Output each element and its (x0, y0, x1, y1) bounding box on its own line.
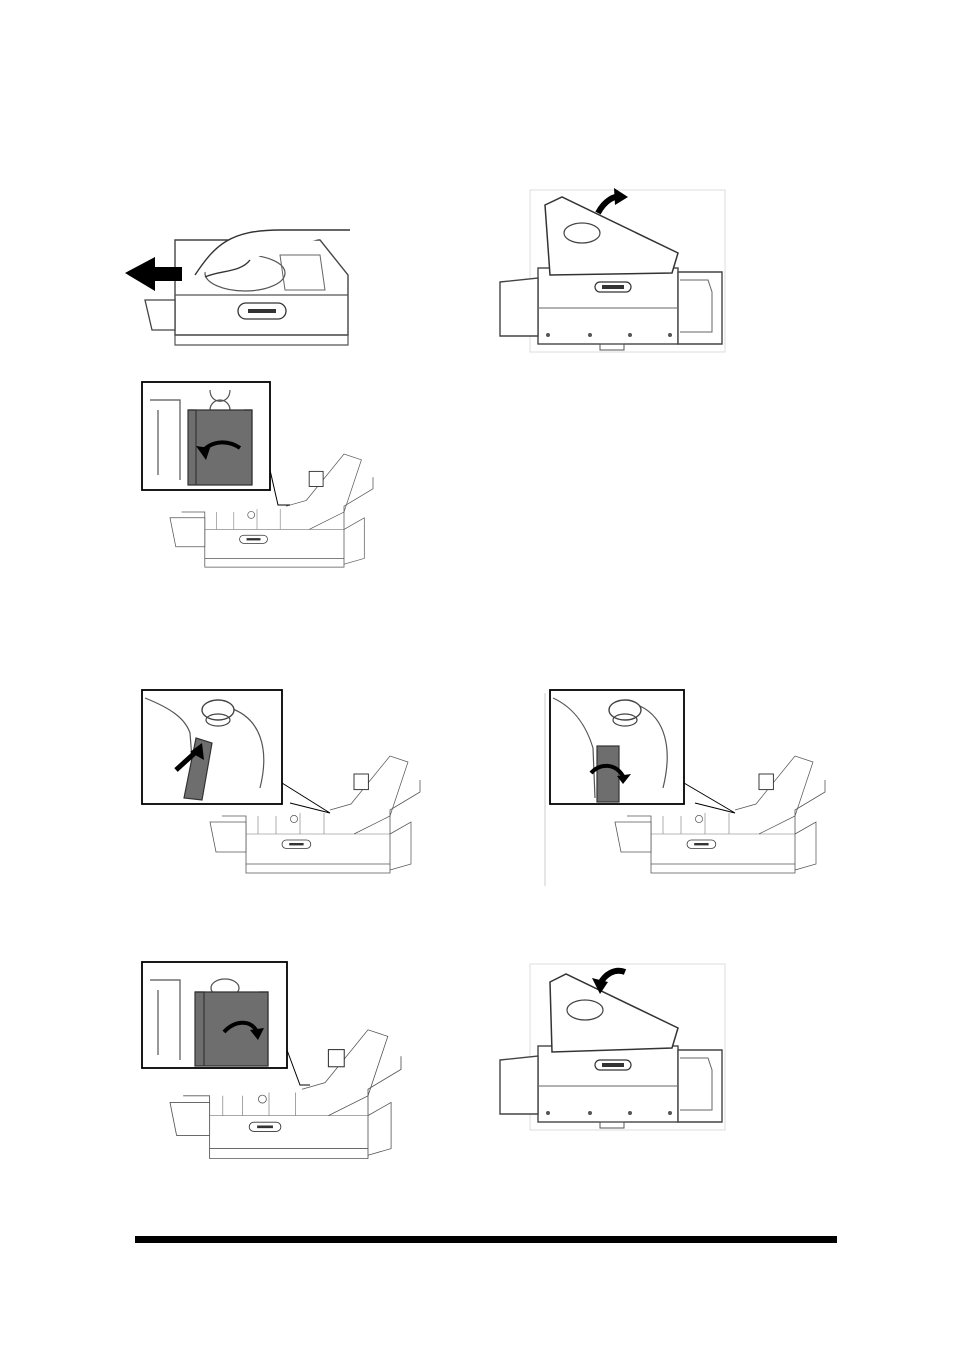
step-7-illustration (499, 960, 730, 1132)
curved-arrow-icon (196, 446, 210, 460)
close-cover-illustration (499, 963, 726, 1131)
slide-cartridge-latch-left-illustration (125, 229, 350, 346)
replace-cleaning-cartridge-illustration (141, 961, 402, 1160)
step-3-illustration (140, 380, 380, 570)
step-2-illustration (499, 185, 730, 355)
rotate-roller-into-place-illustration (544, 689, 826, 886)
insert-arrow-icon (190, 743, 204, 760)
down-arrow-icon (592, 978, 608, 994)
up-arrow-icon (614, 188, 628, 205)
cleaning-roller-icon (596, 745, 620, 803)
step-1-illustration (120, 215, 360, 355)
step-5-illustration (544, 688, 835, 888)
rotate-arrow-icon (617, 774, 631, 784)
step-4-illustration (140, 688, 430, 888)
step-6-illustration (140, 960, 405, 1160)
curved-arrow-icon (250, 1028, 264, 1040)
lift-cover-open-illustration (499, 188, 726, 353)
footer-rule (135, 1236, 837, 1243)
left-arrow-icon (125, 257, 182, 291)
remove-cleaning-cartridge-illustration (141, 381, 374, 568)
insert-cleaning-roller-illustration (141, 689, 421, 874)
cleaning-roller-icon (183, 737, 213, 801)
